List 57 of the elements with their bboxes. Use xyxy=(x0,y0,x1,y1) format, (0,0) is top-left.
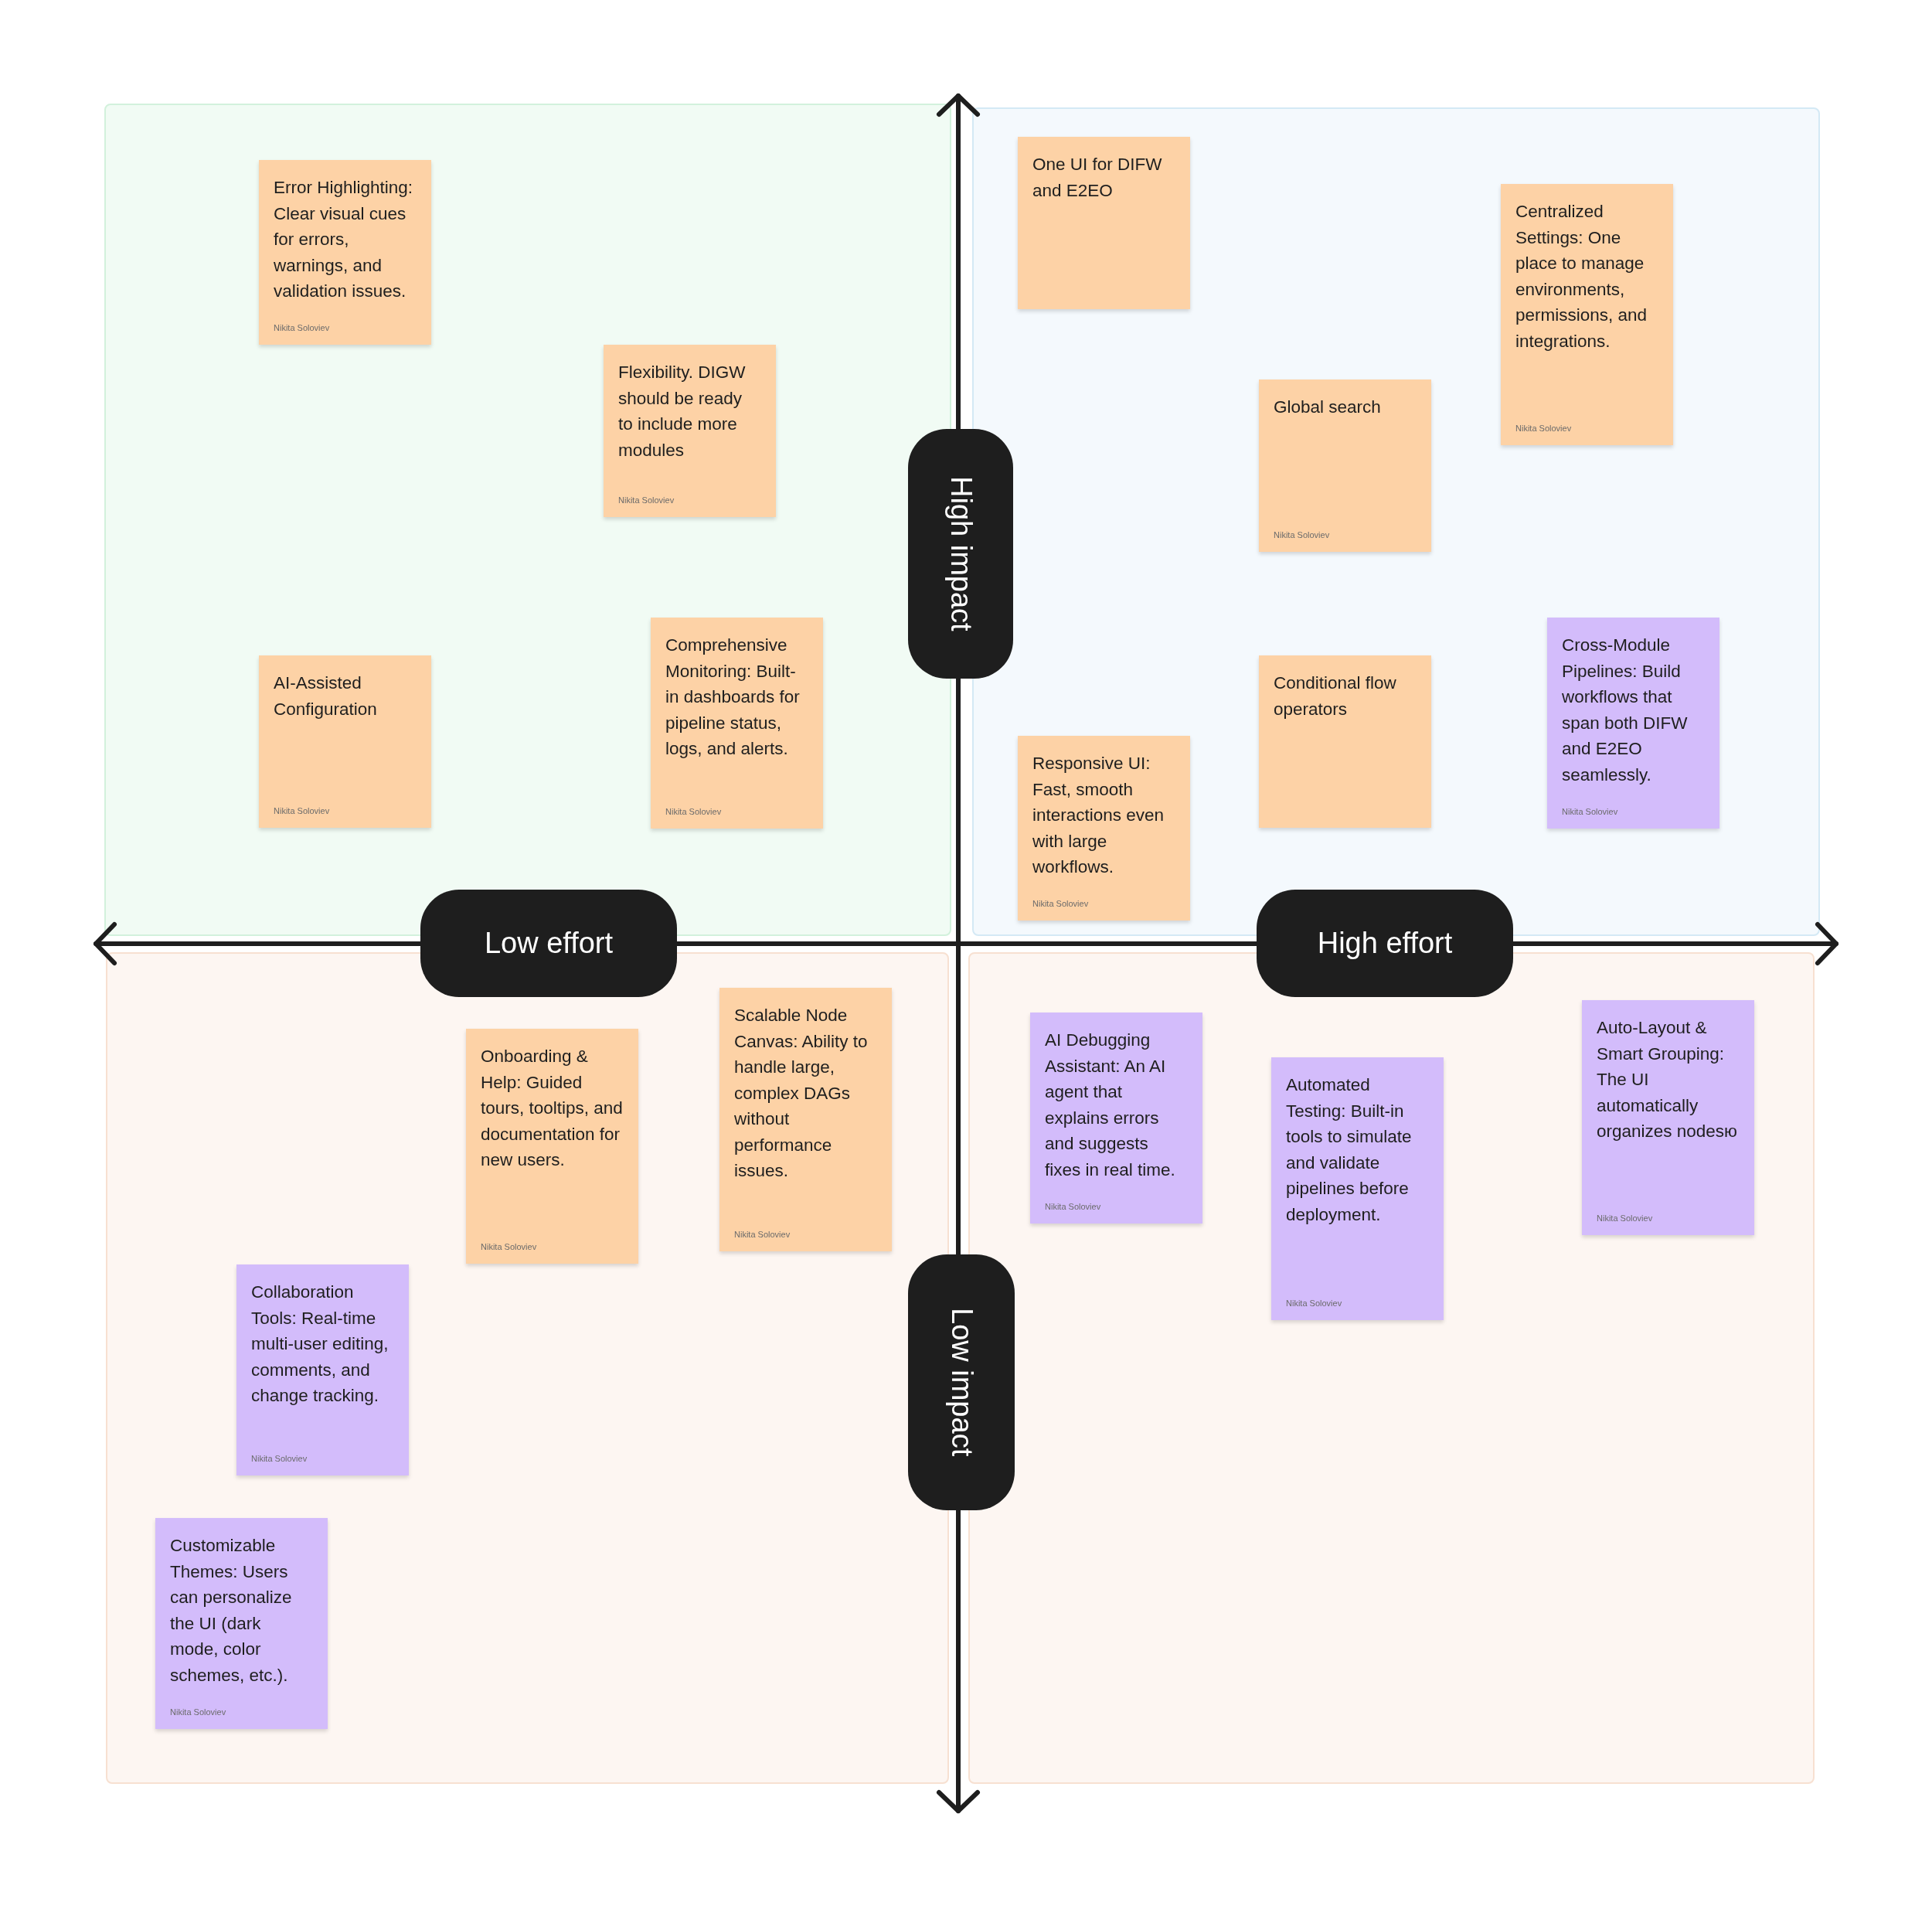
note-text: AI Debugging Assistant: An AI agent that explains errors and suggests fixes in real time. xyxy=(1045,1030,1176,1181)
author-name: Nikita Soloviev xyxy=(1045,1201,1102,1211)
author-name: Nikita Soloviev xyxy=(734,1229,791,1239)
author-name: Nikita Soloviev xyxy=(618,495,675,505)
sticky-note xyxy=(1018,137,1190,309)
sticky-note xyxy=(236,1264,409,1475)
sticky-note xyxy=(259,160,431,345)
sticky-note xyxy=(1259,379,1431,552)
note-text: Responsive UI: Fast, smooth interactions even with large workflows. xyxy=(1032,753,1165,878)
sticky-note xyxy=(1501,184,1673,445)
sticky-note xyxy=(719,988,892,1251)
author-name: Nikita Soloviev xyxy=(274,322,331,332)
note-text: Conditional flow operators xyxy=(1274,672,1397,720)
author-name: Nikita Soloviev xyxy=(665,806,723,816)
axis-label: High impact xyxy=(944,476,978,631)
axis-label: Low impact xyxy=(944,1308,978,1457)
axis-label-pill xyxy=(1257,890,1513,997)
axis-label-pill xyxy=(908,429,1013,679)
axis-label-pill xyxy=(420,890,677,997)
sticky-note xyxy=(155,1518,328,1729)
sticky-note xyxy=(1259,655,1431,828)
note-text: Scalable Node Canvas: Ability to handle large, complex DAGs without performance issues. xyxy=(734,1005,869,1182)
sticky-note xyxy=(1271,1057,1444,1320)
note-text: Automated Testing: Built-in tools to simulate and validate pipelines before deployment. xyxy=(1286,1074,1413,1226)
note-text: Error Highlighting: Clear visual cues for errors, warnings, and validation issues. xyxy=(274,177,414,302)
sticky-note xyxy=(466,1029,638,1264)
author-name: Nikita Soloviev xyxy=(481,1241,538,1251)
note-text: Cross-Module Pipelines: Build workflows that span both DIFW and E2EO seamlessly. xyxy=(1562,635,1689,786)
author-name: Nikita Soloviev xyxy=(1562,806,1619,816)
sticky-note xyxy=(1030,1013,1202,1224)
author-name: Nikita Soloviev xyxy=(1274,529,1331,539)
sticky-note xyxy=(651,618,823,829)
note-text: Onboarding & Help: Guided tours, tooltips, and documentation for new users. xyxy=(481,1046,624,1171)
author-name: Nikita Soloviev xyxy=(1515,423,1573,433)
sticky-note xyxy=(1547,618,1719,829)
note-text: AI-Assisted Configuration xyxy=(274,672,378,720)
sticky-note xyxy=(259,655,431,828)
note-text: Auto-Layout & Smart Grouping: The UI automatically organizes nodesю xyxy=(1597,1017,1738,1142)
note-text: Collaboration Tools: Real-time multi-user editing, comments, and change tracking. xyxy=(251,1281,389,1407)
author-name: Nikita Soloviev xyxy=(1597,1213,1654,1223)
axis-label-pill xyxy=(908,1254,1015,1510)
sticky-note xyxy=(1582,1000,1754,1235)
sticky-note xyxy=(604,345,776,517)
axis-label: Low effort xyxy=(484,927,614,960)
note-text: One UI for DIFW and E2EO xyxy=(1032,154,1163,202)
axis-label: High effort xyxy=(1317,927,1453,960)
author-name: Nikita Soloviev xyxy=(170,1707,227,1717)
author-name: Nikita Soloviev xyxy=(1286,1298,1343,1308)
author-name: Nikita Soloviev xyxy=(251,1453,308,1463)
note-text: Global search xyxy=(1274,397,1382,418)
sticky-note xyxy=(1018,736,1190,921)
author-name: Nikita Soloviev xyxy=(1032,898,1090,908)
note-text: Centralized Settings: One place to manage environments, permissions, and integrations. xyxy=(1515,201,1648,352)
note-text: Comprehensive Monitoring: Built-in dashboards for pipeline status, logs, and alerts. xyxy=(665,635,801,760)
note-text: Flexibility. DIGW should be ready to include more modules xyxy=(618,362,747,461)
note-text: Customizable Themes: Users can personalize the UI (dark mode, color schemes, etc.). xyxy=(170,1535,293,1686)
author-name: Nikita Soloviev xyxy=(274,805,331,815)
